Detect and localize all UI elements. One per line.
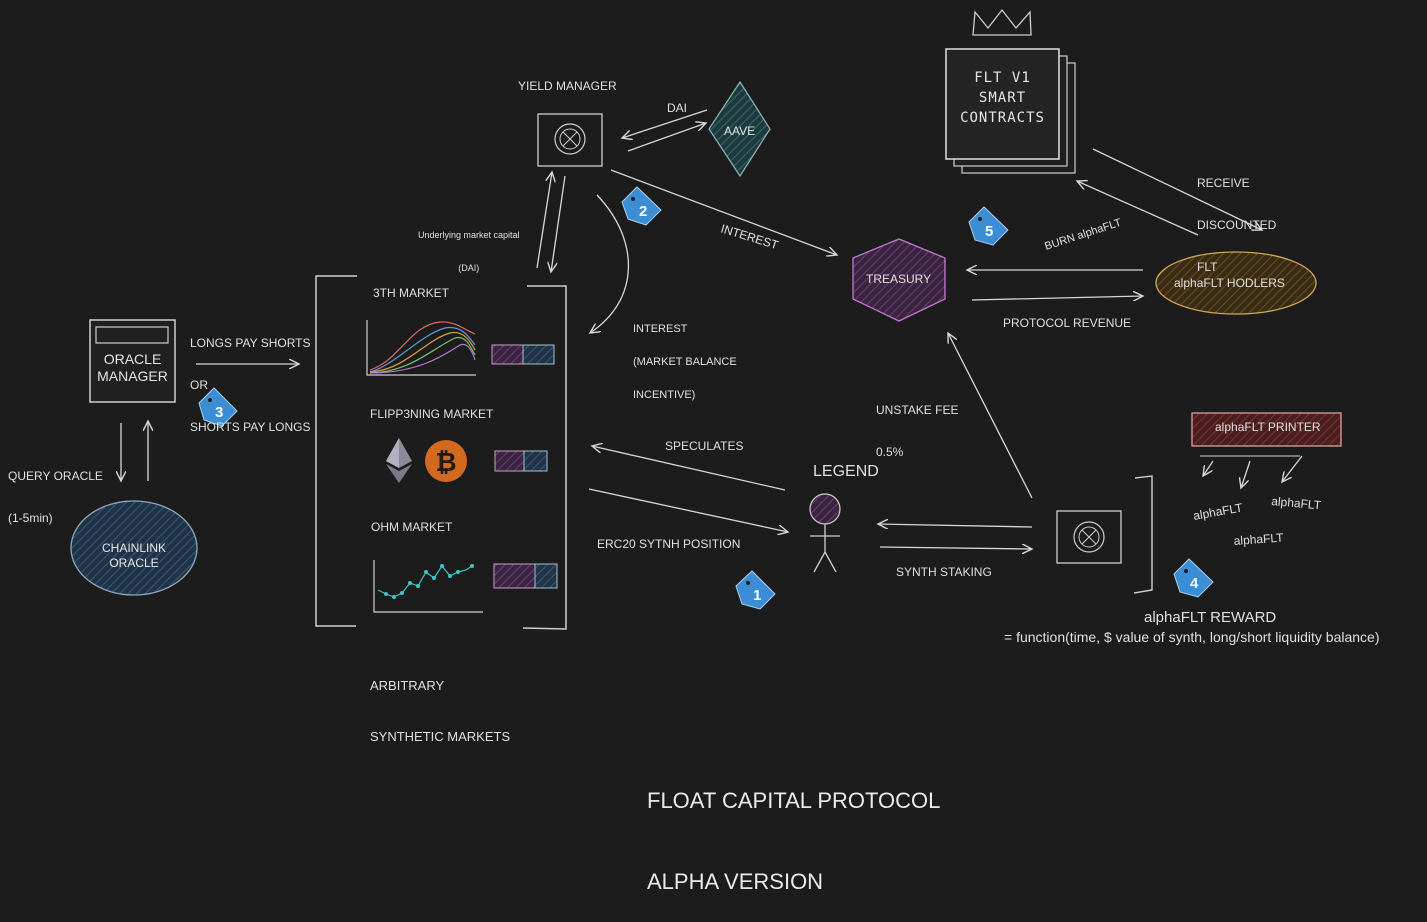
market-3th-ls-bar	[491, 344, 555, 365]
receive-line3: FLT	[1197, 260, 1218, 274]
tag-3	[198, 387, 238, 427]
oracle-manager-node	[89, 319, 176, 403]
query-oracle-label: QUERY ORACLE (1-5min)	[8, 441, 103, 539]
longs-line3: SHORTS PAY LONGS	[190, 420, 311, 434]
flt-contracts-line1: FLT V1	[974, 70, 1031, 86]
protocol-revenue-label: PROTOCOL REVENUE	[1003, 316, 1132, 330]
erc20-label: ERC20 SYTNH POSITION	[597, 537, 741, 551]
markets-bracket-left	[315, 275, 357, 627]
tag-2	[621, 186, 662, 226]
underlying-capital-label: Underlying market capital (DAI)	[418, 208, 520, 285]
yield-manager-node	[537, 113, 603, 167]
aave-label: AAVE	[724, 124, 756, 138]
yield-manager-label: YIELD MANAGER	[518, 79, 617, 93]
printer-node	[1191, 412, 1342, 447]
unstake-line2: 0.5%	[876, 445, 904, 459]
treasury-label: TREASURY	[866, 272, 932, 286]
aave-node	[708, 80, 771, 178]
reward-token-c: alphaFLT	[1233, 531, 1284, 548]
flt-contracts-line3: CONTRACTS	[960, 110, 1045, 126]
tag-1	[735, 570, 776, 610]
market-flip-label: FLIPP3NING MARKET	[370, 407, 494, 421]
flt-contracts-node	[945, 48, 1076, 174]
flt-contracts-line2: SMART	[978, 90, 1027, 106]
tag-2-number: 2	[639, 203, 647, 220]
interest-treasury-label: INTEREST	[719, 221, 780, 252]
reward-formula: = function(time, $ value of synth, long/…	[1004, 629, 1380, 645]
speculates-label: SPECULATES	[665, 439, 744, 453]
reward-bracket	[1133, 475, 1153, 594]
market-ohm-ls-bar	[493, 563, 558, 589]
tag-5	[968, 206, 1009, 246]
arbitrary-markets-label: ARBITRARY SYNTHETIC MARKETS	[370, 643, 510, 762]
synth-staking-label: SYNTH STAKING	[896, 565, 992, 579]
reward-token-b: alphaFLT	[1271, 494, 1323, 512]
title-line2: ALPHA VERSION	[647, 869, 824, 894]
markets-bracket-right	[522, 285, 567, 630]
chainlink-label: CHAINLINK ORACLE	[71, 541, 197, 571]
dai-label: DAI	[667, 101, 688, 115]
market-3th-label: 3TH MARKET	[373, 286, 450, 300]
printer-label: alphaFLT PRINTER	[1215, 420, 1321, 434]
longs-line1: LONGS PAY SHORTS	[190, 336, 311, 350]
query-line1: QUERY ORACLE	[8, 469, 103, 483]
chainlink-node	[70, 500, 198, 596]
chainlink-line1: CHAINLINK	[101, 541, 166, 555]
alpha-hodlers-node	[1155, 251, 1317, 315]
arrows	[121, 109, 1303, 549]
arbitrary-line1: ARBITRARY	[370, 678, 445, 693]
longs-line2: OR	[190, 378, 208, 392]
svg-text:₿: ₿	[435, 447, 456, 477]
arbitrary-line2: SYNTHETIC MARKETS	[370, 729, 511, 744]
ethereum-icon	[386, 438, 412, 483]
page-title: FLOAT CAPITAL PROTOCOL ALPHA VERSION	[647, 733, 940, 922]
burn-label: BURN alphaFLT	[1043, 217, 1123, 253]
market-ohm-label: OHM MARKET	[371, 520, 453, 534]
diagram-canvas: ₿	[70, 8, 1342, 630]
oracle-manager-line1: ORACLE	[103, 351, 162, 367]
underlying-line1: Underlying market capital	[418, 230, 520, 240]
tag-1-number: 1	[753, 587, 761, 604]
market-3th-chart	[366, 320, 476, 376]
receive-line1: RECEIVE	[1197, 176, 1250, 190]
receive-line2: DISCOUNTED	[1197, 218, 1277, 232]
treasury-node	[852, 238, 946, 322]
title-line1: FLOAT CAPITAL PROTOCOL	[647, 788, 941, 813]
tag-4-number: 4	[1190, 575, 1199, 592]
flt-contracts-label: FLT V1 SMART CONTRACTS	[946, 68, 1059, 128]
tag-4	[1173, 558, 1214, 598]
crown-icon	[972, 8, 1032, 36]
oracle-manager-label: ORACLE MANAGER	[90, 351, 175, 385]
underlying-line2: (DAI)	[458, 263, 480, 273]
interest-market-line2: (MARKET BALANCE	[633, 356, 737, 368]
tag-5-number: 5	[985, 223, 993, 240]
bitcoin-icon: ₿	[425, 440, 467, 482]
receive-discounted-label: RECEIVE DISCOUNTED FLT	[1197, 148, 1276, 288]
longs-shorts-label: LONGS PAY SHORTS OR SHORTS PAY LONGS	[190, 308, 310, 448]
legend-figure	[809, 493, 841, 573]
reward-token-a: alphaFLT	[1192, 500, 1244, 523]
unstake-fee-label: UNSTAKE FEE 0.5%	[876, 375, 958, 473]
hodlers-label: alphaFLT HODLERS	[1174, 276, 1285, 290]
staking-node	[1056, 510, 1122, 564]
query-line2: (1-5min)	[8, 511, 53, 525]
market-ohm-chart	[373, 560, 483, 613]
tag-3-number: 3	[215, 404, 223, 421]
interest-market-line1: INTEREST	[633, 323, 688, 335]
reward-title: alphaFLT REWARD	[1144, 609, 1277, 626]
oracle-manager-line2: MANAGER	[97, 368, 168, 384]
legend-label: LEGEND	[813, 463, 879, 480]
interest-market-label: INTEREST (MARKET BALANCE INCENTIVE)	[633, 302, 737, 412]
market-flip-ls-bar	[494, 450, 548, 472]
chainlink-line2: ORACLE	[109, 556, 159, 570]
interest-market-line3: INCENTIVE)	[633, 389, 696, 401]
unstake-line1: UNSTAKE FEE	[876, 403, 959, 417]
